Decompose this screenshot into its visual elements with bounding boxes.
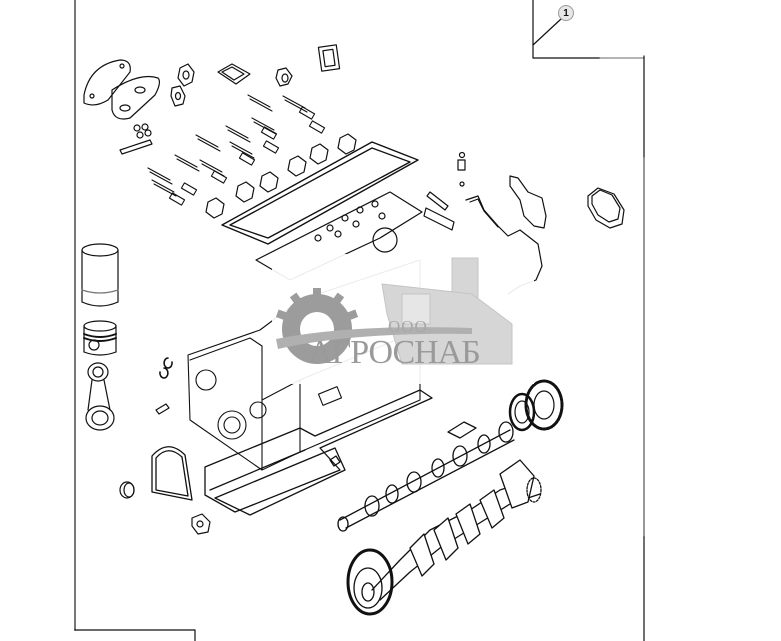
water-pump-gasket xyxy=(509,175,547,229)
camshaft xyxy=(337,421,515,532)
rectangular-gasket xyxy=(423,207,455,231)
head-bolts xyxy=(147,94,326,206)
valve-cover-gasket xyxy=(221,141,419,245)
injector-sleeve xyxy=(457,151,466,187)
watermark-logo xyxy=(275,257,513,365)
small-bracket-gasket xyxy=(191,513,211,535)
oil-pan-gasket xyxy=(204,389,433,516)
expansion-plug xyxy=(119,481,135,499)
small-flange-gaskets xyxy=(170,44,341,107)
cylinder-liner xyxy=(81,243,119,307)
watermark-brand-name: АГРОСНАБ xyxy=(308,334,481,371)
piston xyxy=(83,320,117,356)
swoosh-stripe xyxy=(276,327,472,349)
dowel-pin xyxy=(426,191,449,211)
callout-1[interactable]: 1 xyxy=(558,5,574,21)
snap-rings xyxy=(159,357,173,379)
crankshaft xyxy=(346,459,542,616)
gear-icon xyxy=(275,288,359,364)
exhaust-gaskets xyxy=(205,133,357,219)
piston-pin xyxy=(155,403,170,415)
watermark-prefix: ООО xyxy=(388,317,428,336)
o-rings xyxy=(119,123,153,155)
connecting-rod xyxy=(85,362,115,431)
combine-harvester-icon xyxy=(381,257,513,365)
round-cover-gasket xyxy=(587,187,625,229)
frame-lines xyxy=(74,0,645,641)
rear-seal-gasket xyxy=(151,446,193,501)
cam-gear xyxy=(508,379,564,432)
front-cover-gasket xyxy=(83,59,161,120)
